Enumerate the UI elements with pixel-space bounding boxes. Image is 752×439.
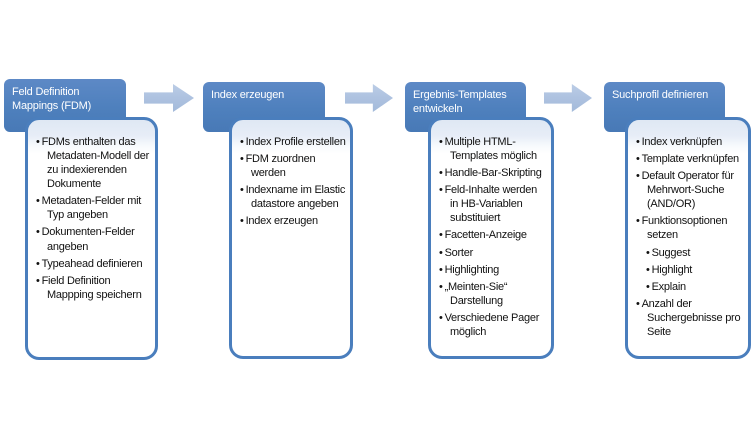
step-body-fdm: FDMs enthalten das Metadaten-Modell der … xyxy=(25,117,158,360)
step-title: Suchprofil definieren xyxy=(612,89,709,101)
bullet-item: Highlight xyxy=(646,263,744,277)
bullet-item: Handle-Bar-Skripting xyxy=(439,166,547,180)
bullet-item: Default Operator für Mehrwort-Suche (AND… xyxy=(636,169,744,211)
bullet-item: Suggest xyxy=(646,246,744,260)
right-arrow-icon xyxy=(544,84,592,112)
bullet-item: Explain xyxy=(646,280,744,294)
right-arrow-icon xyxy=(144,84,194,112)
bullet-item: Sorter xyxy=(439,246,547,260)
bullet-item: FDM zuordnen werden xyxy=(240,152,346,180)
step-body-index: Index Profile erstellenFDM zuordnen werd… xyxy=(229,117,353,359)
bullet-list: Index verknüpfenTemplate verknüpfenDefau… xyxy=(628,120,748,339)
step-body-templates: Multiple HTML-Templates möglichHandle-Ba… xyxy=(428,117,554,359)
bullet-item: Indexname im Elastic datastore angeben xyxy=(240,183,346,211)
bullet-item: Template verknüpfen xyxy=(636,152,744,166)
bullet-item: Index erzeugen xyxy=(240,214,346,228)
step-title: Ergebnis-Templates entwickeln xyxy=(413,89,507,116)
bullet-item: Facetten-Anzeige xyxy=(439,228,547,242)
bullet-item: Dokumenten-Felder angeben xyxy=(36,225,151,253)
bullet-item: Feld-Inhalte werden in HB-Variablen subs… xyxy=(439,183,547,225)
bullet-list: Multiple HTML-Templates möglichHandle-Ba… xyxy=(431,120,551,339)
bullet-item: Typeahead definieren xyxy=(36,257,151,271)
bullet-item: Index Profile erstellen xyxy=(240,135,346,149)
bullet-item: Anzahl der Suchergebnisse pro Seite xyxy=(636,297,744,339)
bullet-item: Funktionsoptionen setzen xyxy=(636,214,744,242)
bullet-item: Verschiedene Pager möglich xyxy=(439,311,547,339)
bullet-list: Index Profile erstellenFDM zuordnen werd… xyxy=(232,120,350,228)
right-arrow-icon xyxy=(345,84,393,112)
bullet-item: FDMs enthalten das Metadaten-Modell der … xyxy=(36,135,151,191)
bullet-item: „Meinten-Sie“ Darstellung xyxy=(439,280,547,308)
step-title: Index erzeugen xyxy=(211,89,285,101)
bullet-item: Highlighting xyxy=(439,263,547,277)
bullet-item: Field Definition Mappping speichern xyxy=(36,274,151,302)
step-title: Feld Definition Mappings (FDM) xyxy=(12,86,92,113)
bullet-item: Metadaten-Felder mit Typ angeben xyxy=(36,194,151,222)
bullet-item: Multiple HTML-Templates möglich xyxy=(439,135,547,163)
bullet-list: FDMs enthalten das Metadaten-Modell der … xyxy=(28,120,155,302)
step-body-suchprofil: Index verknüpfenTemplate verknüpfenDefau… xyxy=(625,117,751,359)
bullet-item: Index verknüpfen xyxy=(636,135,744,149)
